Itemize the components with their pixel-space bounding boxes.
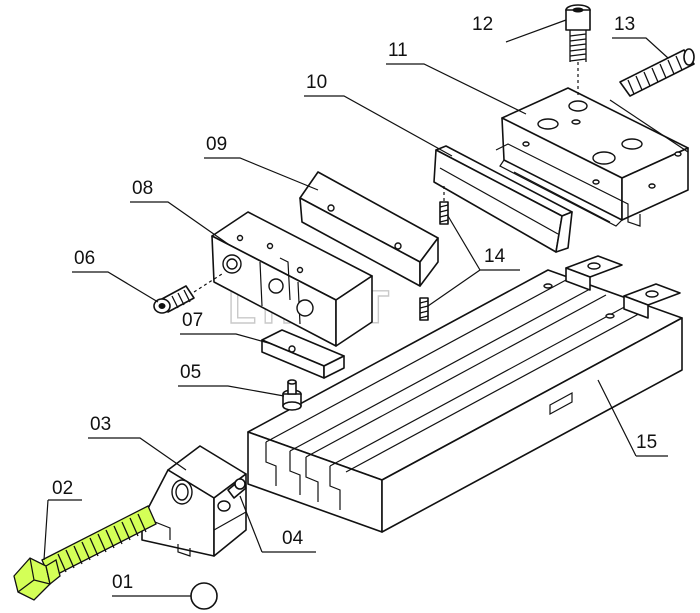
- part-01-ball: [190, 582, 218, 610]
- part-05-small-screw: [282, 379, 302, 411]
- label-12: 12: [472, 14, 493, 35]
- label-01: 01: [112, 572, 133, 593]
- label-15: 15: [636, 432, 657, 453]
- part-14-grub-screws: [419, 186, 449, 321]
- label-07: 07: [182, 310, 203, 331]
- part-03-end-block: [141, 445, 247, 557]
- label-10: 10: [306, 72, 327, 93]
- part-07-plate: [261, 329, 345, 379]
- label-09: 09: [206, 134, 227, 155]
- part-labels: 01 02 03 04 05 06 07 08 09 10 11 12 13 1…: [52, 14, 657, 593]
- part-06-cap-screw: [153, 273, 223, 314]
- label-13: 13: [614, 14, 635, 35]
- label-03: 03: [90, 414, 111, 435]
- label-08: 08: [132, 178, 153, 199]
- part-13-set-screw: [619, 48, 695, 97]
- label-14: 14: [484, 246, 506, 267]
- part-15-base-rail: [247, 255, 683, 533]
- part-12-socket-screw: [565, 4, 591, 96]
- part-10-jaw-bar: [433, 145, 573, 253]
- label-11: 11: [388, 40, 408, 61]
- label-06: 06: [74, 248, 95, 269]
- part-04-pin: [227, 478, 247, 499]
- part-02-lead-screw: [13, 505, 157, 601]
- part-08-clamp-block: [211, 211, 373, 347]
- label-02: 02: [52, 478, 73, 499]
- part-09-jaw-plate: [299, 171, 439, 287]
- part-11-jaw-block: [495, 87, 689, 227]
- label-05: 05: [180, 362, 201, 383]
- label-04: 04: [282, 528, 304, 549]
- leader-lines: [43, 19, 689, 597]
